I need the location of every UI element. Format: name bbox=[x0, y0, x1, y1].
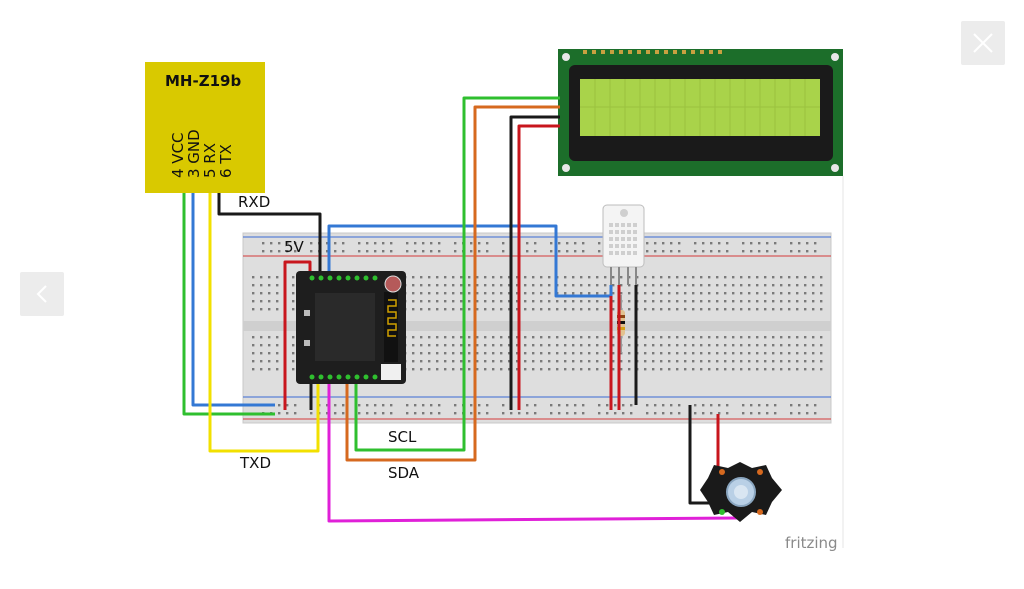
wire-blue-dht bbox=[327, 224, 613, 298]
sensor-pin-4: 6 TX bbox=[217, 144, 235, 178]
fritzing-watermark: fritzing bbox=[785, 534, 838, 552]
dht-sensor bbox=[602, 204, 645, 285]
wire-black-lcd bbox=[509, 115, 560, 410]
sensor-pin-3: 5 RX bbox=[201, 143, 219, 178]
label-sda: SDA bbox=[388, 464, 420, 482]
wire-yellow-txd bbox=[208, 193, 320, 453]
wire-green-vcc bbox=[182, 193, 275, 416]
esp-board bbox=[296, 271, 406, 384]
label-rxd: RXD bbox=[238, 193, 270, 211]
wire-green-scl bbox=[354, 96, 560, 452]
close-icon bbox=[973, 33, 993, 53]
chevron-left-icon bbox=[36, 285, 47, 303]
close-button[interactable] bbox=[961, 21, 1005, 65]
sensor-pin-2: 3 GND bbox=[185, 129, 203, 178]
label-5v: 5V bbox=[284, 238, 305, 256]
lcd-header-pins bbox=[583, 50, 722, 54]
lcd-display bbox=[558, 49, 843, 176]
label-scl: SCL bbox=[388, 428, 417, 446]
wire-rxd-black bbox=[217, 193, 322, 279]
wire-orange-sda bbox=[345, 105, 560, 462]
co2-sensor: MH-Z19b 4 VCC 3 GND 5 RX 6 TX bbox=[145, 62, 265, 193]
wire-blue-gnd bbox=[191, 193, 275, 407]
dht-vent-grid bbox=[609, 223, 637, 255]
label-txd: TXD bbox=[239, 454, 271, 472]
rgb-led bbox=[700, 462, 782, 522]
previous-button[interactable] bbox=[20, 272, 64, 316]
wire-red-5v bbox=[283, 260, 312, 410]
wires bbox=[182, 96, 738, 523]
sensor-title: MH-Z19b bbox=[165, 72, 241, 90]
wire-red-lcd bbox=[517, 124, 560, 410]
sensor-body bbox=[145, 62, 265, 193]
esp-pin-headers bbox=[309, 275, 378, 380]
lcd-character-grid bbox=[580, 79, 820, 136]
sensor-pin-1: 4 VCC bbox=[169, 132, 187, 178]
wire-magenta-led bbox=[327, 381, 738, 523]
